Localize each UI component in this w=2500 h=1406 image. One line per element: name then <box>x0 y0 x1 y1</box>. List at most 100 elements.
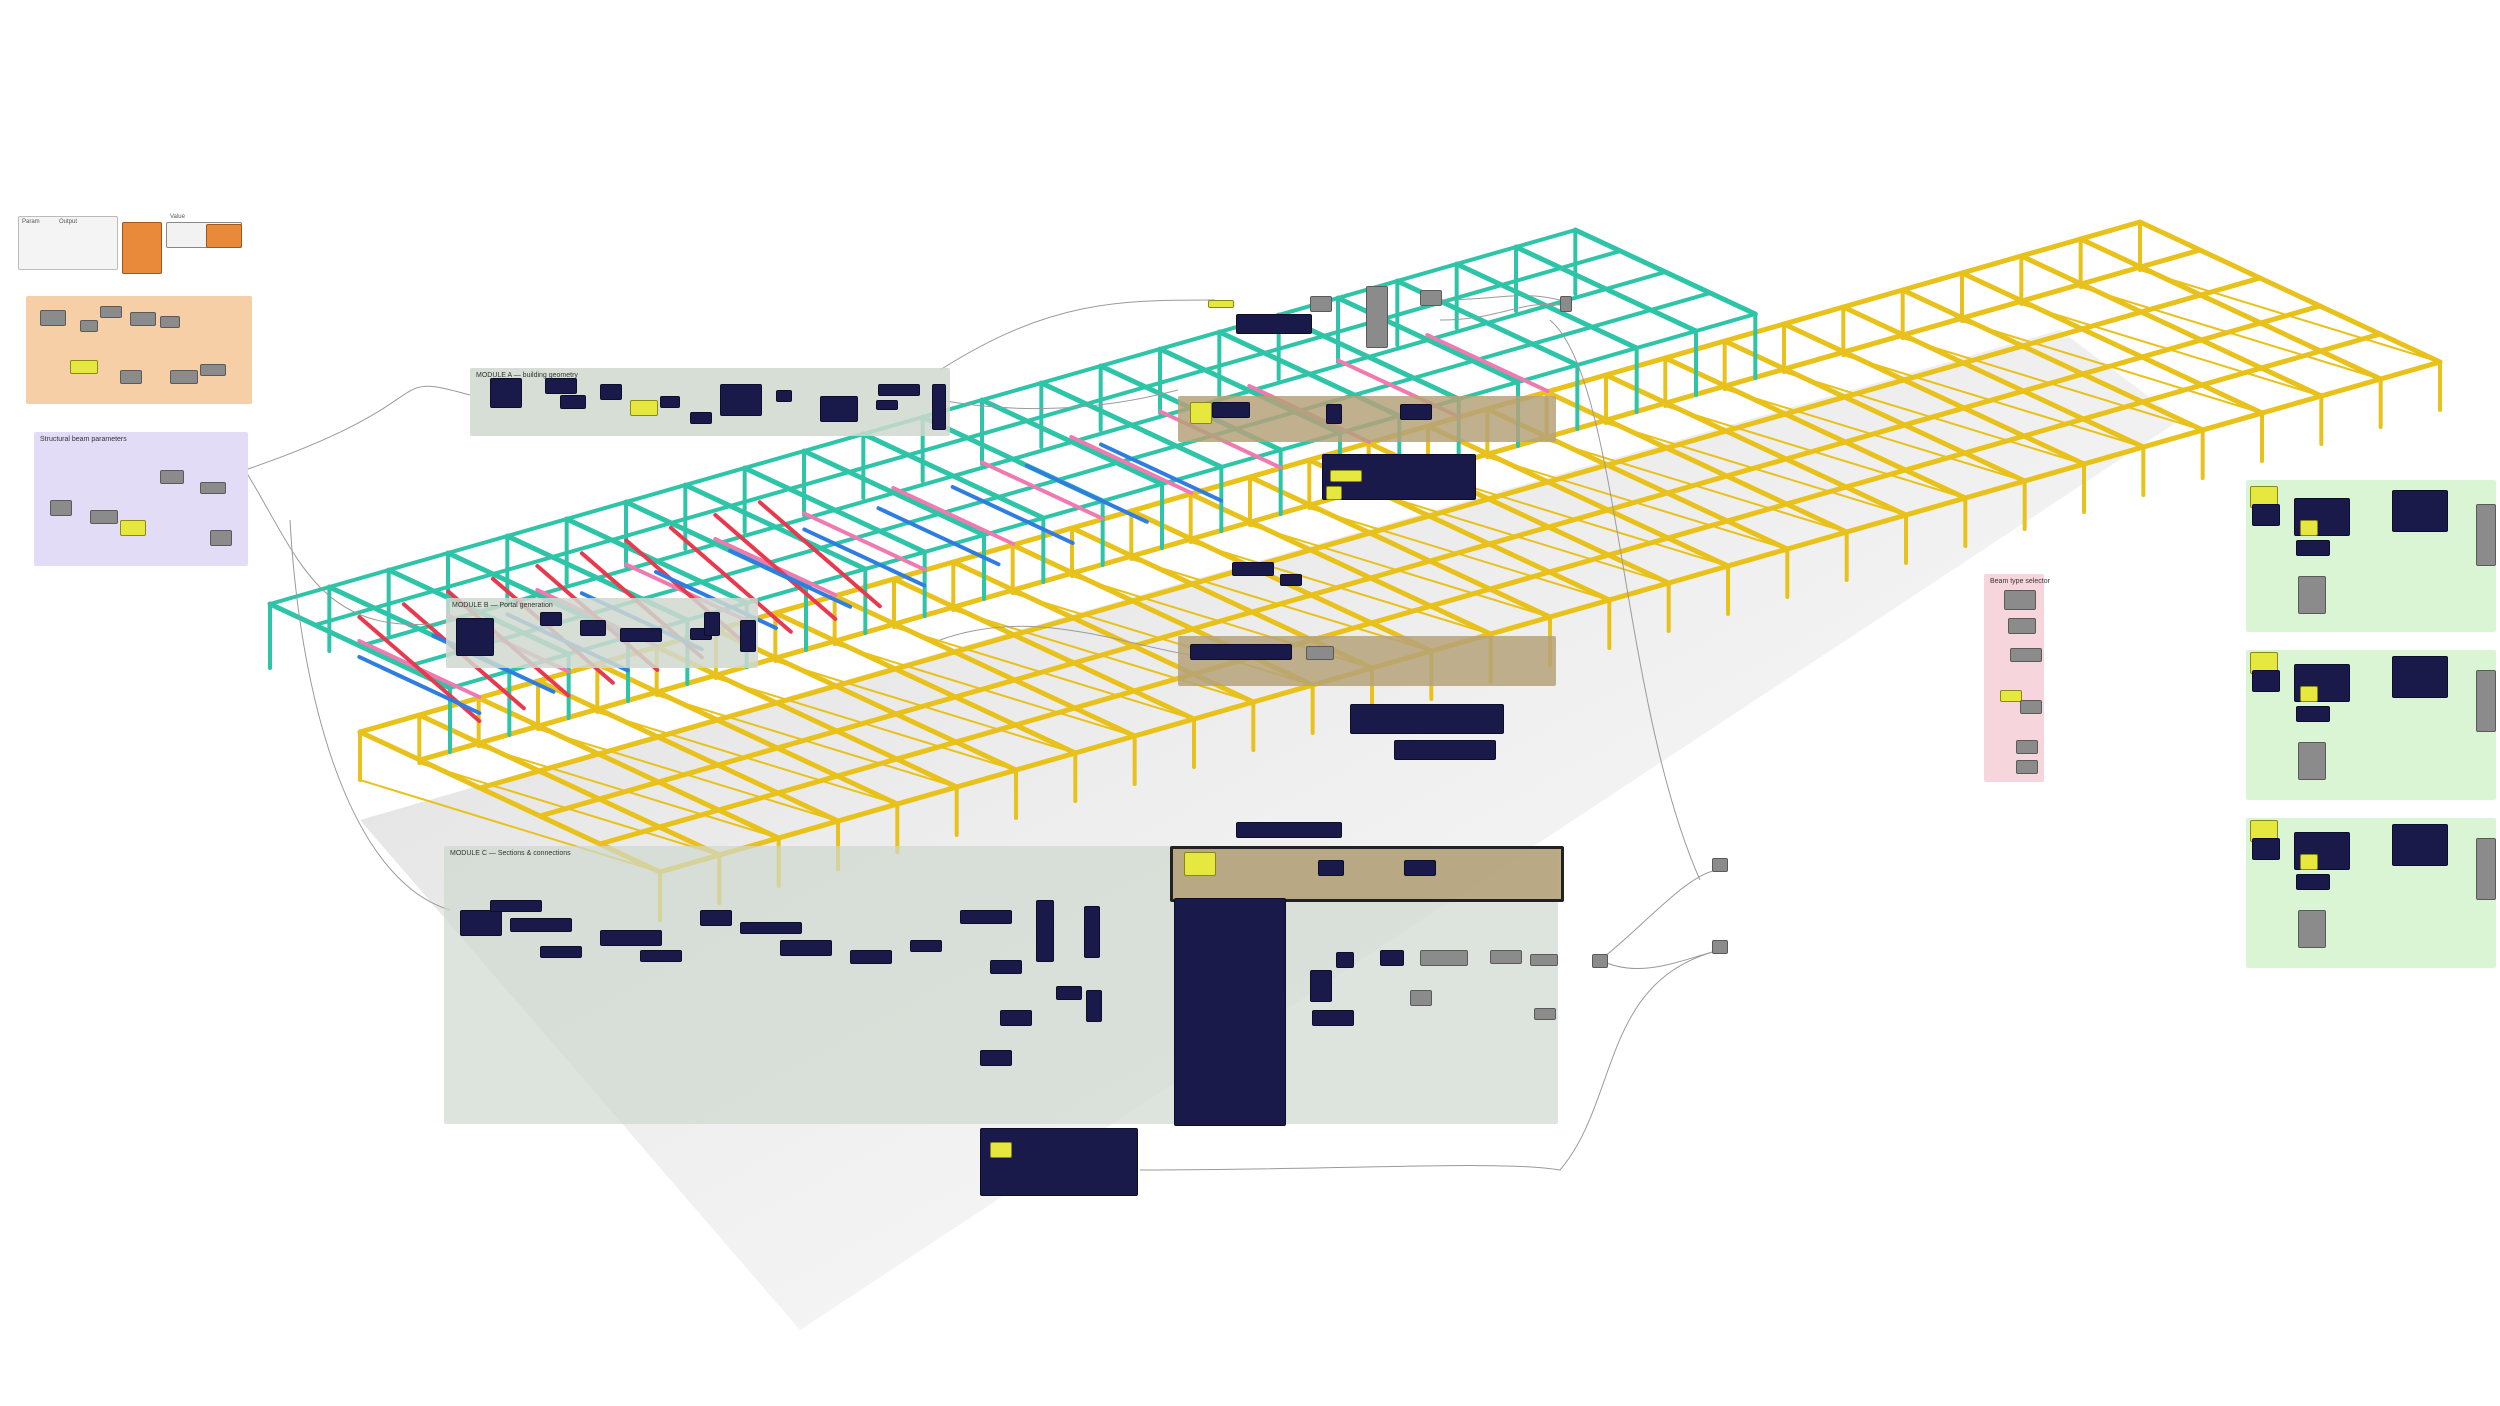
component-node[interactable] <box>160 316 180 328</box>
component-node[interactable] <box>640 950 682 962</box>
component-node[interactable] <box>90 510 118 524</box>
component-node[interactable] <box>1212 402 1250 418</box>
component-node[interactable] <box>545 378 577 394</box>
component-node[interactable] <box>456 618 494 656</box>
component-node[interactable] <box>990 1142 1012 1158</box>
component-node[interactable] <box>2296 540 2330 556</box>
component-node[interactable] <box>1336 952 1354 968</box>
component-node[interactable] <box>1208 300 1234 308</box>
group-green-3[interactable] <box>2246 818 2496 968</box>
component-node[interactable] <box>2298 742 2326 780</box>
component-node[interactable] <box>1490 950 1522 964</box>
component-node[interactable] <box>1184 852 1216 876</box>
component-node[interactable] <box>70 360 98 374</box>
component-node[interactable] <box>1236 822 1342 838</box>
component-node[interactable] <box>540 946 582 958</box>
component-node[interactable] <box>740 620 756 652</box>
component-node[interactable] <box>2300 520 2318 536</box>
component-node[interactable] <box>1086 990 1102 1022</box>
component-node[interactable] <box>620 628 662 642</box>
component-node[interactable] <box>780 940 832 956</box>
component-node[interactable] <box>704 612 720 636</box>
component-node[interactable] <box>130 312 156 326</box>
component-node[interactable] <box>1404 860 1436 876</box>
component-node[interactable] <box>1174 898 1286 1126</box>
component-node[interactable] <box>1318 860 1344 876</box>
component-node[interactable] <box>2476 670 2496 732</box>
component-node[interactable] <box>1400 404 1432 420</box>
component-node[interactable] <box>2392 490 2448 532</box>
component-node[interactable] <box>1420 950 1468 966</box>
component-node[interactable] <box>660 396 680 408</box>
component-node[interactable] <box>1592 954 1608 968</box>
component-node[interactable] <box>50 500 72 516</box>
component-node[interactable] <box>2252 838 2280 860</box>
component-node[interactable] <box>932 384 946 430</box>
component-node[interactable] <box>1236 314 1312 334</box>
component-node[interactable] <box>2392 824 2448 866</box>
component-node[interactable] <box>910 940 942 952</box>
component-node[interactable] <box>2476 504 2496 566</box>
component-node[interactable] <box>120 370 142 384</box>
component-node[interactable] <box>700 910 732 926</box>
component-node[interactable] <box>80 320 98 332</box>
component-node[interactable] <box>990 960 1022 974</box>
component-node[interactable] <box>1394 740 1496 760</box>
component-node[interactable] <box>1534 1008 1556 1020</box>
component-node[interactable] <box>170 370 198 384</box>
component-node[interactable] <box>460 910 502 936</box>
component-node[interactable] <box>720 384 762 416</box>
component-node[interactable] <box>210 530 232 546</box>
component-node[interactable] <box>2296 706 2330 722</box>
component-node[interactable] <box>2252 504 2280 526</box>
component-node[interactable] <box>1306 646 1334 660</box>
component-node[interactable] <box>1350 704 1504 734</box>
component-node[interactable] <box>1084 906 1100 958</box>
component-node[interactable] <box>878 384 920 396</box>
component-node[interactable] <box>2300 854 2318 870</box>
component-node[interactable] <box>820 396 858 422</box>
component-node[interactable] <box>2004 590 2036 610</box>
component-node[interactable] <box>1712 940 1728 954</box>
component-node[interactable] <box>1190 644 1292 660</box>
component-node[interactable] <box>1420 290 1442 306</box>
component-node[interactable] <box>1280 574 1302 586</box>
component-node[interactable] <box>2000 690 2022 702</box>
component-node[interactable] <box>740 922 802 934</box>
component-node[interactable] <box>2476 838 2496 900</box>
component-node[interactable] <box>960 910 1012 924</box>
component-node[interactable] <box>1000 1010 1032 1026</box>
group-brown-3[interactable] <box>1170 846 1564 902</box>
component-node[interactable] <box>2300 686 2318 702</box>
component-node[interactable] <box>2020 700 2042 714</box>
component-node[interactable] <box>490 378 522 408</box>
component-node[interactable] <box>1380 950 1404 966</box>
component-node[interactable] <box>1326 404 1342 424</box>
component-node[interactable] <box>2016 760 2038 774</box>
component-node[interactable] <box>40 310 66 326</box>
component-node[interactable] <box>540 612 562 626</box>
component-node[interactable] <box>510 918 572 932</box>
component-node[interactable] <box>200 364 226 376</box>
component-node[interactable] <box>2010 648 2042 662</box>
group-green-2[interactable] <box>2246 650 2496 800</box>
component-node[interactable] <box>776 390 792 402</box>
component-node[interactable] <box>560 395 586 409</box>
component-node[interactable] <box>1712 858 1728 872</box>
component-node[interactable] <box>1530 954 1558 966</box>
component-node[interactable] <box>1330 470 1362 482</box>
component-node[interactable] <box>1310 970 1332 1002</box>
component-node[interactable] <box>1366 286 1388 348</box>
component-node[interactable] <box>2252 670 2280 692</box>
component-node[interactable] <box>600 384 622 400</box>
component-node[interactable] <box>1232 562 1274 576</box>
group-green-1[interactable] <box>2246 480 2496 632</box>
component-node[interactable] <box>850 950 892 964</box>
component-node[interactable] <box>2298 910 2326 948</box>
component-node[interactable] <box>1310 296 1332 312</box>
component-node[interactable] <box>980 1050 1012 1066</box>
component-node[interactable] <box>2296 874 2330 890</box>
component-node[interactable] <box>690 412 712 424</box>
component-node[interactable] <box>600 930 662 946</box>
